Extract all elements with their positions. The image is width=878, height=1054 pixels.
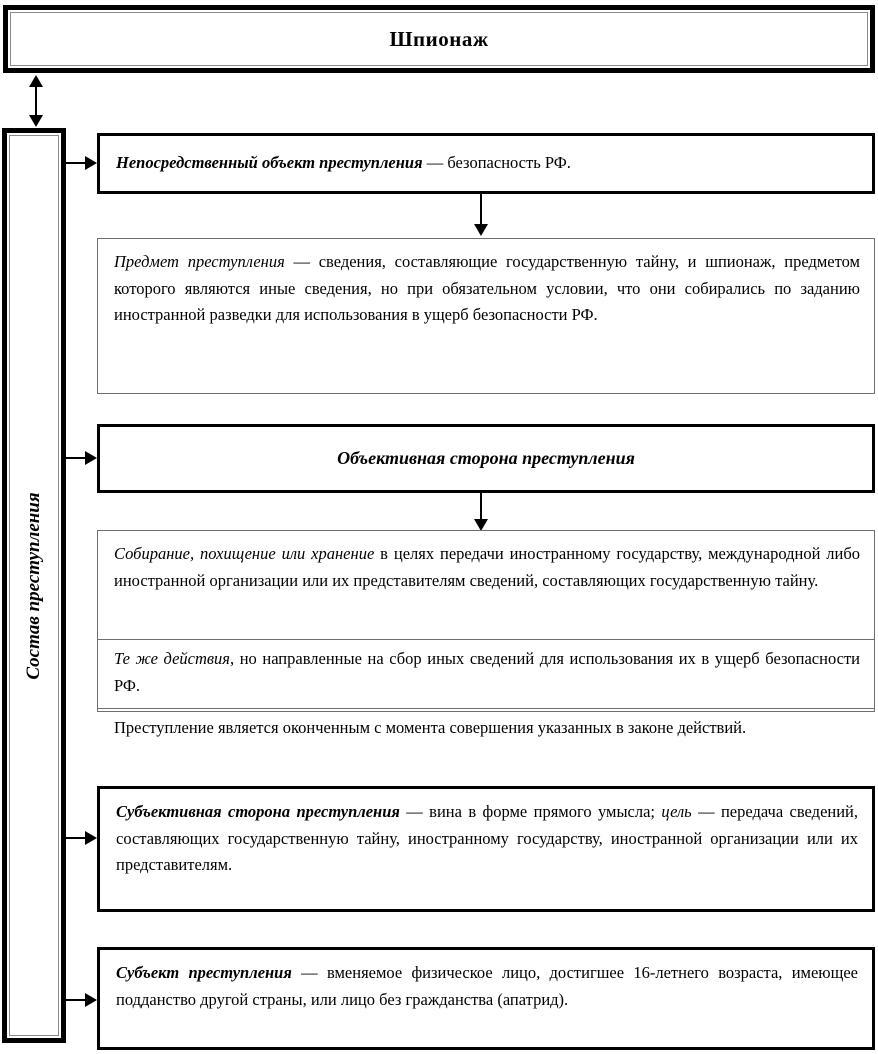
objective-row-1-lead: Те же действия — [114, 649, 230, 668]
criminal-subject-lead: Субъект преступления — [116, 963, 292, 982]
connector-line — [66, 837, 88, 839]
block-subjective-side: Субъективная сторона преступления — вина… — [97, 786, 875, 912]
spine-label: Состав преступления — [23, 491, 44, 680]
page-title: Шпионаж — [389, 26, 489, 51]
subject-matter-rest: — сведения, составляющие государственную… — [114, 252, 860, 325]
connector-spine-to-direct-object — [66, 156, 97, 170]
table-row: Собирание, похищение или хранение в целя… — [98, 531, 874, 640]
connector-spine-to-objective-side — [66, 451, 97, 465]
criminal-subject-rest: — вменяемое физическое лицо, достигшее 1… — [116, 963, 858, 1009]
connector-line — [480, 493, 482, 523]
direct-object-rest: — безопасность РФ. — [422, 153, 571, 173]
objective-row-2-text: Преступление является оконченным с момен… — [114, 715, 860, 742]
subjective-side-lead-2: цель — [661, 802, 692, 821]
table-row: Те же действия, но направленные на сбор … — [98, 640, 874, 709]
spine-corpus-delicti: Состав преступления — [2, 128, 66, 1043]
table-row: Преступление является оконченным с момен… — [98, 709, 874, 757]
connector-title-to-spine — [28, 75, 44, 127]
connector-spine-to-criminal-subject — [66, 993, 97, 1007]
arrow-down-icon — [474, 519, 488, 531]
objective-row-0-lead: Собирание, похищение или хранение — [114, 544, 375, 563]
block-subject-matter: Предмет преступления — сведения, составл… — [97, 238, 875, 394]
connector-line — [480, 194, 482, 226]
arrow-down-icon — [474, 224, 488, 236]
criminal-subject-text: Субъект преступления — вменяемое физичес… — [116, 960, 858, 1013]
subject-matter-text: Предмет преступления — сведения, составл… — [114, 249, 860, 329]
objective-row-0-text: Собирание, похищение или хранение в целя… — [114, 541, 860, 594]
objective-row-1-rest: , но направленные на сбор иных сведений … — [114, 649, 860, 695]
subjective-side-lead: Субъективная сторона преступления — [116, 802, 400, 821]
connector-line — [35, 85, 37, 117]
connector-line — [66, 457, 88, 459]
subjective-side-rest: — передача сведений, составляющих госуда… — [116, 802, 859, 875]
connector-line — [66, 999, 88, 1001]
connector-spine-to-subjective-side — [66, 831, 97, 845]
connector-object-to-matter — [473, 194, 489, 238]
connector-line — [66, 162, 88, 164]
title-box: Шпионаж — [3, 5, 875, 73]
arrow-right-icon — [85, 831, 97, 845]
arrow-up-icon — [29, 75, 43, 87]
direct-object-lead: Непосредственный объект преступления — [116, 153, 423, 173]
arrow-right-icon — [85, 451, 97, 465]
block-criminal-subject: Субъект преступления — вменяемое физичес… — [97, 947, 875, 1050]
objective-side-title: Объективная сторона преступления — [337, 448, 635, 468]
subjective-side-text: Субъективная сторона преступления — вина… — [116, 799, 858, 879]
subjective-side-mid: — вина в форме прямого умысла; — [399, 802, 662, 821]
objective-side-table: Собирание, похищение или хранение в целя… — [97, 530, 875, 737]
objective-row-2-rest: Преступление является оконченным с момен… — [114, 718, 747, 737]
objective-row-0-rest: в целях передачи иностранному государств… — [114, 544, 861, 590]
arrow-down-icon — [29, 115, 43, 127]
arrow-right-icon — [85, 156, 97, 170]
connector-objective-to-table — [473, 493, 489, 533]
block-objective-side-header: Объективная сторона преступления — [97, 424, 875, 493]
objective-row-1-text: Те же действия, но направленные на сбор … — [114, 646, 860, 699]
direct-object-text: Непосредственный объект преступления — б… — [116, 150, 571, 177]
block-direct-object: Непосредственный объект преступления — б… — [97, 133, 875, 194]
subject-matter-lead: Предмет преступления — [114, 252, 285, 271]
arrow-right-icon — [85, 993, 97, 1007]
